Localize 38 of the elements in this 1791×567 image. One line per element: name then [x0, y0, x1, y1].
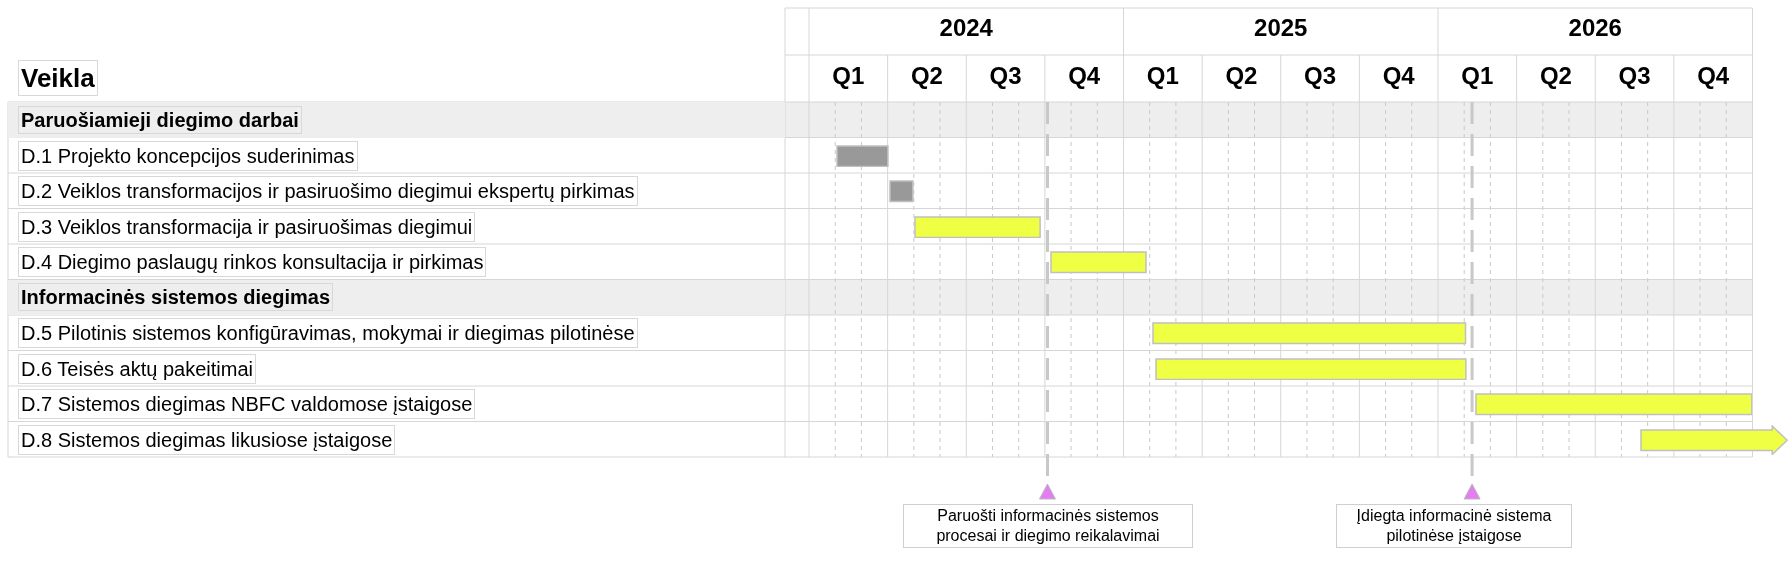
year-label: 2024: [939, 14, 993, 42]
quarter-label: Q1: [1461, 62, 1494, 90]
gantt-bar: [836, 144, 889, 167]
task-label: D.2 Veiklos transformacijos ir pasiruošimo diegimui ekspertų pirkimas: [18, 176, 638, 206]
task-label: D.1 Projekto koncepcijos suderinimas: [18, 140, 358, 171]
gantt-bar: [1050, 251, 1148, 274]
quarter-label: Q2: [910, 62, 943, 90]
section-row: [8, 279, 785, 315]
quarter-label: Q4: [1382, 62, 1415, 90]
year-label: 2025: [1254, 14, 1308, 42]
milestone-label: Paruošti informacinės sistemos procesai ir diegimo reikalavimai: [903, 504, 1193, 548]
task-label: D.3 Veiklos transformacija ir pasiruošimas diegimui: [18, 211, 476, 242]
task-label: D.7 Sistemos diegimas NBFC valdomose įstaigose: [18, 389, 476, 419]
section-row: [8, 102, 785, 138]
gantt-bar: [888, 180, 914, 203]
column-header: Veikla: [18, 60, 98, 96]
quarter-label: Q3: [989, 62, 1022, 90]
quarter-label: Q3: [1618, 62, 1651, 90]
gantt-bar: [913, 215, 1041, 238]
gantt-bar: [1474, 393, 1753, 416]
task-label: D.5 Pilotinis sistemos konfigūravimas, mokymai ir diegimas pilotinėse: [18, 318, 638, 348]
year-label: 2026: [1568, 14, 1622, 42]
task-label: D.8 Sistemos diegimas likusiose įstaigose: [18, 424, 396, 455]
section-title: Informacinės sistemos diegimas: [18, 283, 333, 312]
section-title: Paruošiamieji diegimo darbai: [18, 105, 302, 134]
task-label: D.4 Diegimo paslaugų rinkos konsultacija ir pirkimas: [18, 247, 487, 277]
quarter-label: Q3: [1304, 62, 1337, 90]
gantt-bar: [1152, 322, 1467, 345]
arrow-bar: [1639, 424, 1788, 455]
milestone-label: Įdiegta informacinė sistema pilotinėse įstaigose: [1336, 504, 1572, 548]
quarter-label: Q2: [1225, 62, 1258, 90]
gantt-bar: [1154, 357, 1467, 380]
quarter-label: Q4: [1068, 62, 1101, 90]
quarter-label: Q2: [1539, 62, 1572, 90]
quarter-label: Q1: [832, 62, 865, 90]
quarter-label: Q1: [1146, 62, 1179, 90]
task-label: D.6 Teisės aktų pakeitimai: [18, 353, 256, 384]
quarter-label: Q4: [1697, 62, 1730, 90]
